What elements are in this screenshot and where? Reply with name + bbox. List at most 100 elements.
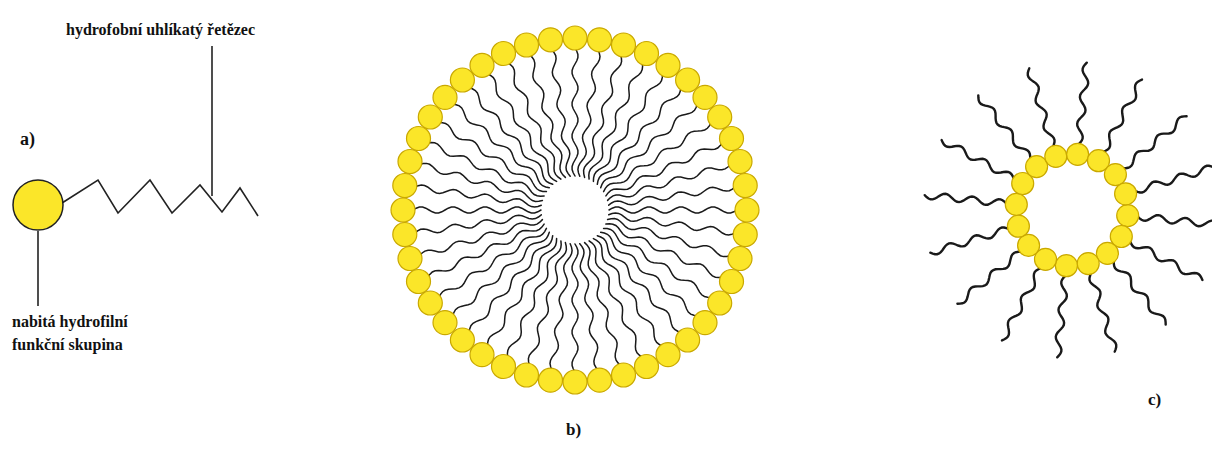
polar-head (13, 180, 63, 230)
hydrocarbon-chain (609, 187, 736, 205)
hydrocarbon-chain (589, 63, 643, 180)
hydrocarbon-chain (1130, 241, 1202, 280)
polar-head (450, 68, 474, 92)
hydrocarbon-chain (439, 122, 547, 191)
hydrocarbon-chain (552, 50, 570, 177)
hydrocarbon-chain (507, 241, 561, 358)
hydrocarbon-chain (413, 207, 541, 213)
polar-head (1077, 253, 1099, 275)
polar-head (635, 355, 659, 379)
polar-head (418, 291, 442, 315)
polar-head (708, 105, 732, 129)
hydrocarbon-chain (420, 220, 543, 256)
hydrocarbon-chain (925, 194, 1007, 205)
hydrocarbon-chain (1114, 261, 1166, 325)
polar-head (728, 150, 752, 174)
polar-head (1067, 143, 1089, 165)
polar-head (391, 198, 415, 222)
hydrocarbon-chain (930, 228, 1009, 255)
polar-head (612, 33, 636, 57)
hydrocarbon-chain (62, 180, 258, 216)
polar-head (398, 150, 422, 174)
hydrocarbon-chain (453, 104, 550, 188)
hydrocarbon-chain (1090, 273, 1117, 352)
polar-head (470, 53, 494, 77)
polar-head (1007, 215, 1029, 237)
hydrocarbon-chain (550, 244, 572, 371)
polar-head (450, 328, 474, 352)
leader-line (37, 231, 39, 306)
panel-label: b) (566, 418, 581, 443)
reverse-micelle (925, 63, 1212, 358)
polar-head (588, 28, 612, 52)
panel-label: a) (20, 126, 35, 152)
hydrocarbon-chain (439, 228, 547, 297)
hydrocarbon-chain (1028, 68, 1055, 147)
hydrocarbon-chain (1103, 80, 1142, 152)
polar-head (1018, 234, 1040, 256)
part-label: nabitá hydrofilní funkční skupina (12, 310, 177, 356)
hydrocarbon-chain (593, 239, 662, 347)
hydrocarbon-chain (609, 213, 736, 235)
hydrocarbon-chain (487, 74, 556, 182)
polar-head (407, 127, 431, 151)
hydrocarbon-chain (942, 140, 1014, 179)
polar-head (515, 363, 539, 387)
hydrocarbon-chain (1056, 276, 1067, 358)
hydrocarbon-chain (580, 244, 598, 371)
polar-head (1055, 255, 1077, 277)
polar-head (398, 247, 422, 271)
polar-head (492, 355, 516, 379)
hydrocarbon-chain (1123, 116, 1187, 168)
polar-head (693, 85, 717, 109)
polar-head (588, 368, 612, 392)
polar-head (656, 343, 680, 367)
hydrocarbon-chain (1138, 215, 1212, 226)
polar-head (708, 291, 732, 315)
hydrocarbon-chain (606, 224, 723, 278)
polar-head (515, 33, 539, 57)
hydrocarbon-chain (428, 142, 544, 196)
hydrocarbon-chain (572, 48, 578, 176)
polar-head (656, 53, 680, 77)
hydrocarbon-chain (1135, 166, 1212, 193)
polar-head (563, 370, 587, 394)
hydrocarbon-chain (415, 185, 542, 207)
polar-head (1115, 183, 1137, 205)
polar-head (492, 42, 516, 66)
polar-head (1096, 242, 1118, 264)
polar-head (1005, 193, 1027, 215)
polar-head (720, 127, 744, 151)
hydrocarbon-chain (608, 164, 731, 200)
hydrocarbon-chain (487, 239, 556, 347)
polar-head (1104, 164, 1126, 186)
polar-head (563, 26, 587, 50)
hydrocarbon-chain (529, 55, 565, 178)
polar-head (470, 343, 494, 367)
hydrocarbon-chain (978, 95, 1030, 158)
polar-head (539, 368, 563, 392)
hydrocarbon-chain (415, 215, 542, 233)
hydrocarbon-chain (572, 244, 578, 372)
polar-head (1117, 205, 1139, 227)
polar-head (720, 270, 744, 294)
polar-head (393, 223, 417, 247)
micelle (391, 26, 759, 394)
hydrocarbon-chain (604, 122, 712, 191)
panel-label: c) (1148, 388, 1161, 413)
hydrocarbon-chain (597, 88, 681, 185)
hydrocarbon-chain (578, 50, 600, 177)
polar-head (635, 42, 659, 66)
hydrocarbon-chain (604, 228, 712, 297)
hydrocarbon-chain (1077, 63, 1088, 145)
polar-head (433, 85, 457, 109)
polar-head (676, 328, 700, 352)
hydrocarbon-chain (593, 74, 662, 182)
hydrocarbon-chain (1002, 268, 1041, 340)
polar-head (393, 174, 417, 198)
polar-head (693, 311, 717, 335)
hydrocarbon-chain (601, 232, 698, 316)
polar-head (1045, 145, 1067, 167)
